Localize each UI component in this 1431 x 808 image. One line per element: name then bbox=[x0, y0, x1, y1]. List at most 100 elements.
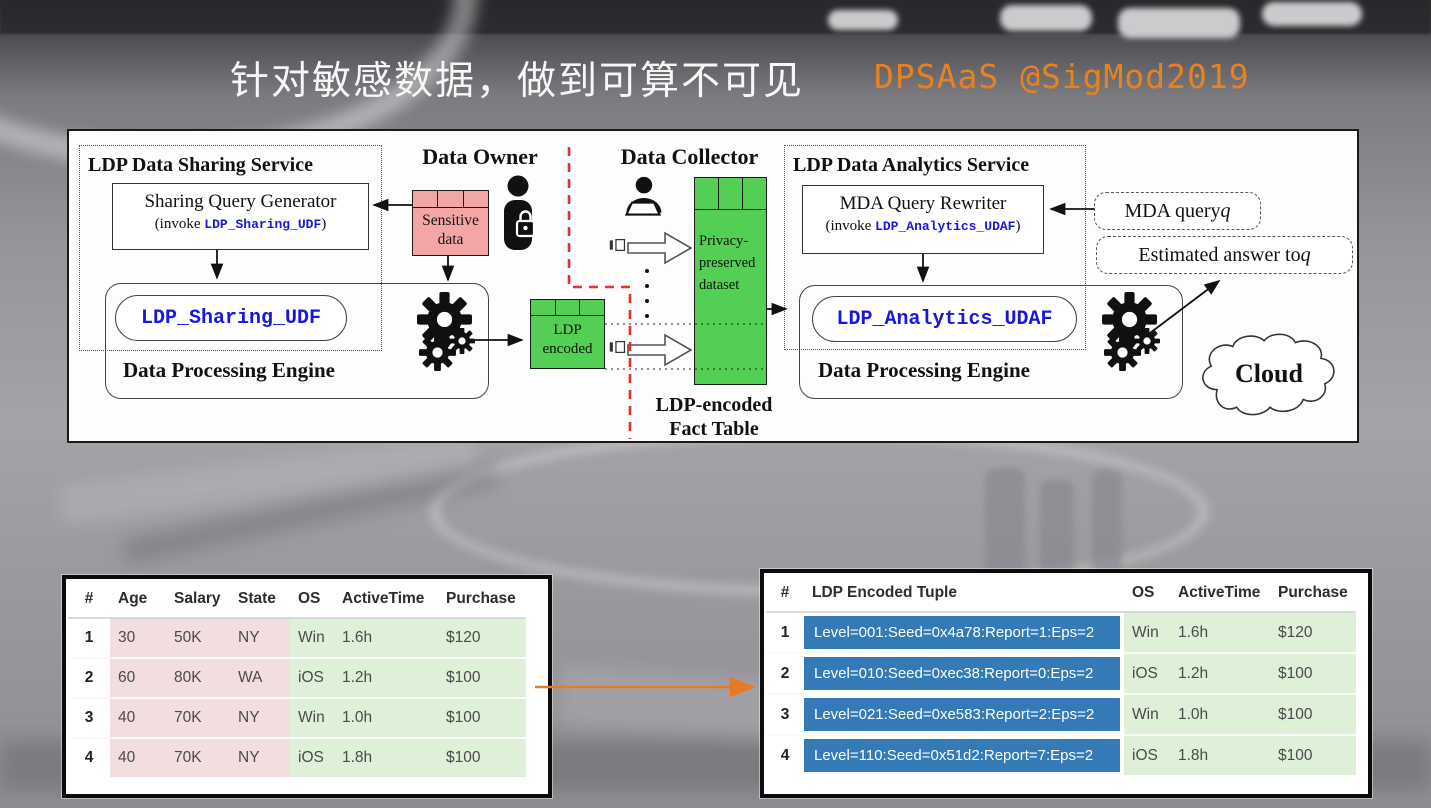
background-decoration bbox=[1040, 480, 1074, 580]
column-header: State bbox=[230, 581, 290, 619]
ldp-sharing-udf-pill: LDP_Sharing_UDF bbox=[115, 295, 347, 341]
data-owner-label: Data Owner bbox=[422, 144, 538, 169]
background-decoration bbox=[985, 468, 1025, 580]
table-cell: 1.8h bbox=[334, 737, 438, 777]
table-cell: iOS bbox=[290, 737, 334, 777]
ldp-analytics-udaf-pill: LDP_Analytics_UDAF bbox=[812, 296, 1077, 342]
sharing-query-generator-title: Sharing Query Generator bbox=[144, 191, 337, 212]
slide-subtitle-tag: DPSAaS @SigMod2019 bbox=[874, 57, 1250, 96]
table-header-cells bbox=[695, 178, 766, 210]
cloud-shape bbox=[1202, 333, 1335, 416]
column-header: OS bbox=[290, 581, 334, 619]
ldp-analytics-service-box: LDP Data Analytics Service bbox=[784, 145, 1086, 350]
fact-table-caption: LDP-encoded Fact Table bbox=[629, 393, 799, 441]
table-cell: Win bbox=[290, 697, 334, 738]
table-cell: iOS bbox=[290, 657, 334, 698]
person-laptop-icon bbox=[625, 175, 663, 216]
table-cell: $120 bbox=[438, 618, 526, 658]
ldp-analytics-service-label: LDP Data Analytics Service bbox=[793, 154, 1030, 176]
background-decoration bbox=[1262, 2, 1362, 26]
data-collector-label: Data Collector bbox=[620, 144, 759, 169]
background-decoration bbox=[828, 10, 898, 30]
ldp-sharing-service-box: LDP Data Sharing Service bbox=[79, 145, 382, 351]
encoded-tuple-chip: Level=001:Seed=0x4a78:Report=1:Eps=2 bbox=[804, 616, 1120, 649]
column-header: Age bbox=[110, 581, 166, 619]
encoded-tuple-chip: Level=110:Seed=0x51d2:Report=7:Eps=2 bbox=[804, 739, 1120, 772]
invoke-prefix: (invoke bbox=[825, 218, 876, 234]
table-transform-arrow bbox=[535, 676, 756, 698]
table-cell: $100 bbox=[1270, 734, 1356, 775]
table-cell: 1.0h bbox=[334, 697, 438, 738]
gears-icon bbox=[417, 292, 475, 371]
table-cell: 1.2h bbox=[1170, 652, 1270, 694]
table-cell: $120 bbox=[1270, 612, 1356, 653]
estimated-answer-var: q bbox=[1300, 243, 1311, 266]
column-header: ActiveTime bbox=[334, 581, 438, 619]
background-decoration bbox=[1092, 470, 1122, 576]
data-bits-icon bbox=[609, 340, 626, 354]
ldp-encoded-table: LDP encoded bbox=[530, 299, 605, 369]
privacy-preserved-dataset-table: Privacy-preserved dataset bbox=[694, 177, 767, 385]
table-cell: 1.0h bbox=[1170, 693, 1270, 735]
table-cell: Win bbox=[290, 618, 334, 658]
sharing-invoke-line: (invoke LDP_Sharing_UDF) bbox=[113, 216, 368, 233]
table-cell: 30 bbox=[110, 618, 166, 658]
table-cell: 2 bbox=[68, 657, 110, 698]
table-cell: $100 bbox=[1270, 693, 1356, 735]
column-header: Purchase bbox=[1270, 575, 1356, 613]
table-cell: $100 bbox=[438, 737, 526, 777]
block-arrow-icon bbox=[627, 334, 692, 366]
background-decoration bbox=[1118, 8, 1240, 38]
data-processing-engine-left-label: Data Processing Engine bbox=[123, 358, 335, 382]
table-cell: WA bbox=[230, 657, 290, 698]
mda-query-var: q bbox=[1220, 199, 1231, 222]
background-decoration bbox=[1000, 5, 1092, 31]
invoke-prefix: (invoke bbox=[154, 216, 205, 232]
table-cell: 3 bbox=[68, 697, 110, 738]
analytics-invoke-line: (invoke LDP_Analytics_UDAF) bbox=[803, 218, 1043, 235]
table-cell: Level=001:Seed=0x4a78:Report=1:Eps=2 bbox=[804, 612, 1124, 653]
ldp-encoded-label: LDP encoded bbox=[542, 322, 593, 357]
privacy-preserved-dataset-label: Privacy-preserved dataset bbox=[699, 233, 756, 293]
table-cell: iOS bbox=[1124, 734, 1170, 775]
table-cell: 1.2h bbox=[334, 657, 438, 698]
column-header: # bbox=[68, 581, 110, 619]
column-header: Purchase bbox=[438, 581, 526, 619]
encoded-tuple-chip: Level=010:Seed=0xec38:Report=0:Eps=2 bbox=[804, 657, 1120, 690]
mda-query-chip: MDA query q bbox=[1094, 192, 1261, 230]
table-cell: 1.8h bbox=[1170, 734, 1270, 775]
fact-caption-line1: LDP-encoded bbox=[655, 394, 773, 416]
table-cell: 70K bbox=[166, 697, 230, 738]
table-cell: 40 bbox=[110, 697, 166, 738]
ldp-sharing-service-label: LDP Data Sharing Service bbox=[88, 154, 313, 176]
table-cell: 1 bbox=[780, 623, 790, 641]
table-header-cells bbox=[413, 191, 488, 208]
invoke-suffix: ) bbox=[1015, 218, 1021, 234]
data-bits-icon bbox=[609, 238, 626, 252]
table-cell: 2 bbox=[766, 652, 804, 694]
table-cell: 1.6h bbox=[1170, 612, 1270, 653]
encoded-tuple-chip: Level=021:Seed=0xe583:Report=2:Eps=2 bbox=[804, 698, 1120, 731]
column-header: Salary bbox=[166, 581, 230, 619]
person-lock-icon bbox=[502, 175, 536, 252]
table-cell: Win bbox=[1124, 612, 1170, 653]
table-cell: 40 bbox=[110, 737, 166, 777]
estimated-answer-text: Estimated answer to bbox=[1138, 243, 1301, 266]
table-cell: 50K bbox=[166, 618, 230, 658]
block-arrow-icon bbox=[627, 232, 692, 264]
invoke-code: LDP_Sharing_UDF bbox=[204, 217, 322, 232]
mda-query-rewriter-title: MDA Query Rewriter bbox=[839, 193, 1007, 214]
table-cell: 1 bbox=[84, 629, 94, 646]
data-processing-engine-right-box: Data Processing Engine bbox=[799, 285, 1183, 399]
invoke-code: LDP_Analytics_UDAF bbox=[875, 219, 1016, 234]
ldp-analytics-udaf-label: LDP_Analytics_UDAF bbox=[836, 307, 1053, 331]
